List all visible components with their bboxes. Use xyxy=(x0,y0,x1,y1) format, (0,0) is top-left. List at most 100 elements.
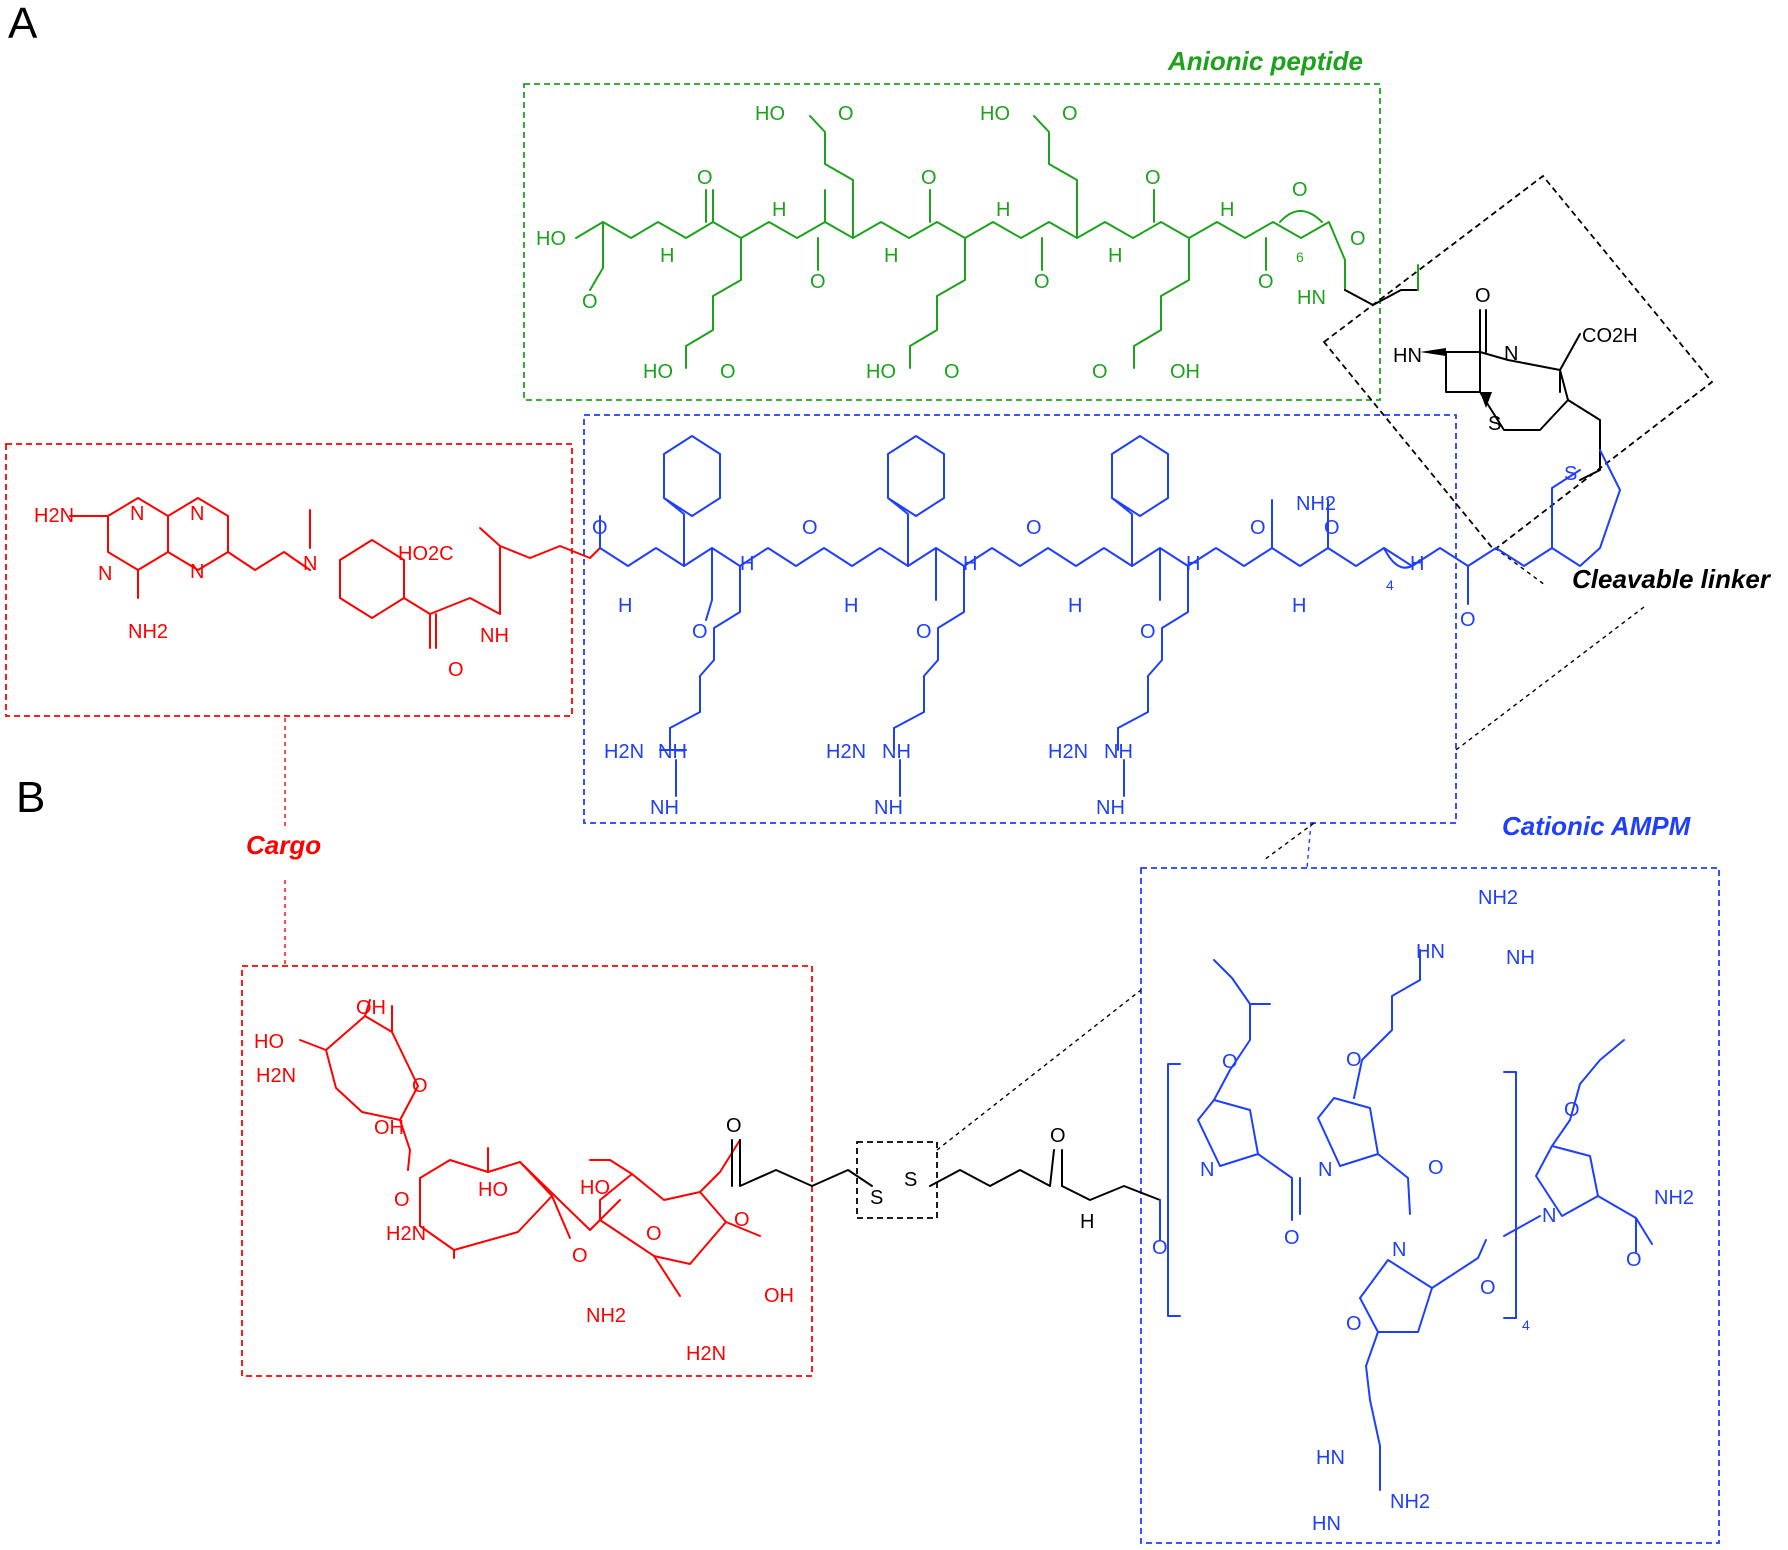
atom-label: O xyxy=(1062,103,1078,125)
atom-label: O xyxy=(720,361,736,383)
guanidine-bonds xyxy=(659,727,1125,797)
atom-label: O xyxy=(1258,271,1274,293)
atom-label: HO xyxy=(478,1179,508,1201)
atom-label: O xyxy=(394,1189,410,1211)
atom-label: H2N xyxy=(386,1223,426,1245)
disulfide-atoms: O S S O H xyxy=(726,1115,1094,1233)
atom-label: HO xyxy=(866,361,896,383)
ampm-structure xyxy=(1159,949,1653,1491)
atom-label: O xyxy=(1324,517,1340,539)
atom-label: H xyxy=(660,245,674,267)
atom-label: O xyxy=(1460,609,1476,631)
atom-label: NH xyxy=(1096,797,1125,819)
atom-label: H2N xyxy=(34,505,74,527)
atom-label: O xyxy=(1034,271,1050,293)
atom-label: O xyxy=(838,103,854,125)
atom-label: HO xyxy=(254,1031,284,1053)
atom-label: H2N xyxy=(826,741,866,763)
atom-label: N xyxy=(190,503,204,525)
atom-label: O xyxy=(1475,285,1491,307)
atom-label: H xyxy=(1292,595,1306,617)
atom-label: H2N xyxy=(604,741,644,763)
atom-label: NH xyxy=(480,625,509,647)
leader-linker-2 xyxy=(1455,606,1645,751)
leader-cationic-a xyxy=(1306,822,1312,869)
atom-label: NH2 xyxy=(586,1305,626,1327)
leader-linker-1 xyxy=(1494,547,1546,586)
leader-linker-3 xyxy=(1263,822,1315,861)
cleavable-linker-label: Cleavable linker xyxy=(1572,564,1772,594)
atom-label: O xyxy=(1026,517,1042,539)
atom-label: O xyxy=(1050,1125,1066,1147)
beta-lactam-ring xyxy=(1445,351,1481,393)
repeat-count: 6 xyxy=(1296,249,1304,265)
methotrexate-structure xyxy=(69,497,601,649)
cleavable-linker-box xyxy=(1322,174,1714,552)
atom-label: O xyxy=(734,1209,750,1231)
atom-label: N xyxy=(98,563,112,585)
cationic-peptide-atoms: O H O H O H O H O H O H O H NH2 O 4 H O … xyxy=(592,463,1577,819)
atom-label: HO2C xyxy=(398,543,454,565)
linker-atoms: O N HN CO2H S xyxy=(1393,285,1638,435)
atom-label: O xyxy=(1480,1277,1496,1299)
atom-label: NH2 xyxy=(128,621,168,643)
aminoglycoside-structure xyxy=(299,999,761,1297)
atom-label: H xyxy=(618,595,632,617)
atom-label: O xyxy=(412,1075,428,1097)
atom-label: S xyxy=(904,1169,917,1191)
atom-label: HO xyxy=(580,1177,610,1199)
disulfide-box xyxy=(856,1141,938,1219)
atom-label: O xyxy=(810,271,826,293)
cationic-ampm-box-b xyxy=(1140,867,1720,1544)
atom-label: O xyxy=(592,517,608,539)
atom-label: S xyxy=(870,1187,883,1209)
anionic-peptide-box xyxy=(523,83,1381,401)
atom-label: OH xyxy=(1170,361,1200,383)
atom-label: N xyxy=(303,553,317,575)
anionic-peptide-label: Anionic peptide xyxy=(1167,46,1363,76)
atom-label: O xyxy=(1292,179,1308,201)
atom-label: S xyxy=(1564,463,1577,485)
atom-label: HO xyxy=(755,103,785,125)
cargo-label: Cargo xyxy=(246,830,321,860)
aminoglycoside-atoms: OH HO H2N O OH O HO H2N O NH2 HO O O OH … xyxy=(254,997,794,1365)
atom-label: H xyxy=(844,595,858,617)
anionic-peptide-atoms: HO O H O HO O H O HO O H O HO O H O HO O… xyxy=(536,103,1366,383)
atom-label: NH2 xyxy=(1654,1187,1694,1209)
atom-label: N xyxy=(1504,343,1518,365)
atom-label: H2N xyxy=(1048,741,1088,763)
cationic-peptide-box-a xyxy=(583,414,1457,824)
atom-label: H xyxy=(1410,553,1424,575)
atom-label: HN xyxy=(1316,1447,1345,1469)
atom-label: O xyxy=(1626,1249,1642,1271)
atom-label: OH xyxy=(764,1285,794,1307)
atom-label: N xyxy=(1318,1159,1332,1181)
atom-label: HO xyxy=(643,361,673,383)
atom-label: H xyxy=(1220,199,1234,221)
atom-label: NH xyxy=(1506,947,1535,969)
atom-label: O xyxy=(1564,1099,1580,1121)
atom-label: HO xyxy=(536,228,566,250)
atom-label: O xyxy=(1346,1313,1362,1335)
atom-label: NH xyxy=(874,797,903,819)
atom-label: O xyxy=(572,1245,588,1267)
atom-label: O xyxy=(1152,1237,1168,1259)
atom-label: N xyxy=(1200,1159,1214,1181)
atom-label: O xyxy=(1284,1227,1300,1249)
atom-label: H2N xyxy=(256,1065,296,1087)
atom-label: O xyxy=(1145,167,1161,189)
panel-a-letter: A xyxy=(8,0,38,48)
atom-label: N xyxy=(190,561,204,583)
atom-label: O xyxy=(1346,1049,1362,1071)
atom-label: N xyxy=(1542,1205,1556,1227)
atom-label: NH2 xyxy=(1296,493,1336,515)
atom-label: H xyxy=(884,245,898,267)
atom-label: NH xyxy=(658,741,687,763)
atom-label: O xyxy=(582,291,598,313)
atom-label: S xyxy=(1488,413,1501,435)
panel-b-letter: B xyxy=(16,773,45,822)
atom-label: O xyxy=(646,1223,662,1245)
atom-label: HN xyxy=(1393,345,1422,367)
atom-label: H xyxy=(1108,245,1122,267)
